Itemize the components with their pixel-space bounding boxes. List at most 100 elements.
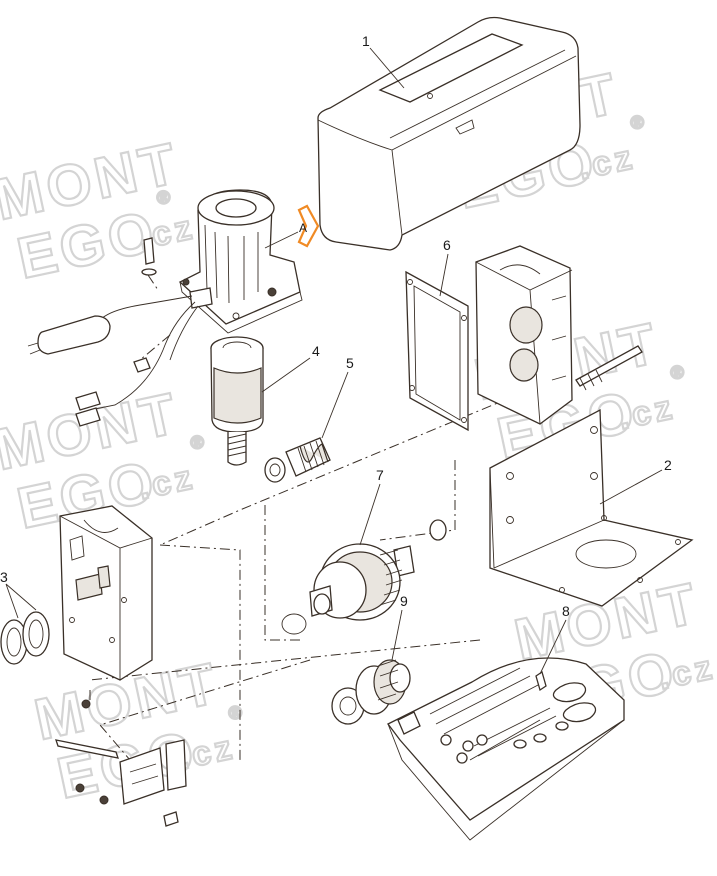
kit-key-1 [552,682,587,703]
unlock-pin [163,811,179,827]
callout-9: 9 [400,593,408,609]
pinion-tooth-lines [297,440,325,473]
kit-hook [397,711,421,735]
axis-nut [139,334,171,361]
bracket-hole-7 [559,587,565,593]
unlock-block-lines [129,763,159,785]
axis-mid-left [264,505,300,641]
leader-4 [261,357,311,393]
motor-bolt-3 [232,312,240,320]
output-bearing-inner [339,696,357,716]
seal-2-inner [28,619,44,649]
gasket-hole-4 [409,385,415,391]
part-seals: 3 [0,569,50,665]
kit-washer-1 [513,739,527,749]
callout-8: 8 [562,603,570,619]
half-switch [69,535,85,561]
small-screw [143,237,155,265]
part-cover [317,16,581,251]
axis-lower [89,639,481,681]
part-main-gear: 7 [281,467,447,635]
pinion-teeth [299,443,329,463]
callout-5: 5 [346,355,354,371]
cable-2 [89,301,196,411]
cable-1 [99,295,193,321]
connector-2 [75,407,101,427]
kit-nut-2 [462,740,474,752]
cover-top-ridge [389,49,566,139]
half-slot-2 [97,565,111,589]
bracket-hole-1 [506,472,514,480]
part-unlock-mechanism [55,699,187,827]
callout-6: 6 [443,237,451,253]
seal-2 [22,611,50,657]
cover-latch [455,119,475,135]
bracket-hole-5 [601,515,607,521]
motor-gland [189,287,213,309]
gear-teeth [379,549,403,606]
leader-2 [599,469,663,505]
long-bolt-threads [579,369,603,391]
axis-screw [147,274,159,291]
gear-hub-end [313,593,331,615]
half-hole-1 [69,617,75,623]
kit-nut-1 [440,734,452,746]
capacitor-pin [27,342,41,355]
unlock-rod [55,739,119,759]
pinion-bearing-inner [269,463,281,477]
axis-right [379,460,456,541]
motor-flange [179,281,303,334]
part-gearbox-half [59,505,153,681]
seal-1-inner [6,627,22,657]
kit-key-2 [562,702,597,723]
connector-1 [75,391,101,411]
watermark-reg-3: ® [189,430,210,453]
kit-tray-front [387,719,625,841]
bracket-fold [489,467,605,569]
leader-9 [391,609,403,661]
leader-3 [5,583,37,619]
part-capacitor [27,237,199,427]
leader-8 [539,619,567,675]
kit-washer-2 [533,733,547,743]
half-slot-1 [75,573,103,601]
bracket-outline [489,408,694,607]
unlock-screw-1 [75,783,85,793]
kit-nut-3 [456,752,468,764]
watermark-1: MONT EGO .cz ® [0,129,200,292]
rotor-worm-threads [227,433,247,457]
watermark-reg-2: ® [629,110,650,133]
part-pinion: 5 [264,355,354,483]
capacitor-body [37,315,111,355]
leader-6 [439,253,449,297]
gasket-inner [413,285,461,421]
watermark-reg-1: ® [155,186,176,209]
bracket-hole-4 [506,516,514,524]
bracket-hole-6 [675,539,681,545]
part-motor: A [178,189,320,334]
cover-screw-hole [427,93,433,99]
assembly-axes [89,274,566,761]
cover-front-edge [317,119,403,236]
motor-bolt-1 [267,287,277,297]
part-rotor: 4 [210,336,320,466]
output-gear-3 [389,663,411,693]
part-gearbox-housing [475,245,643,425]
half-hole-2 [109,637,115,643]
cable-3 [169,305,199,361]
part-gasket: 6 [405,237,469,432]
part-bracket: 2 [489,408,694,607]
cover-top-edge [391,55,577,151]
housing-bore-2 [509,348,539,382]
part-hardware-kit: 8 [387,603,625,841]
gasket-hole-3 [461,417,467,423]
callout-2: 2 [664,457,672,473]
callout-a: A [299,221,307,235]
rotor-worm [227,432,247,466]
gear-o-ring-bottom [281,613,307,635]
bracket-hole-8 [637,577,643,583]
output-teeth [377,659,399,701]
leader-7 [359,483,381,546]
half-edges [59,515,153,680]
